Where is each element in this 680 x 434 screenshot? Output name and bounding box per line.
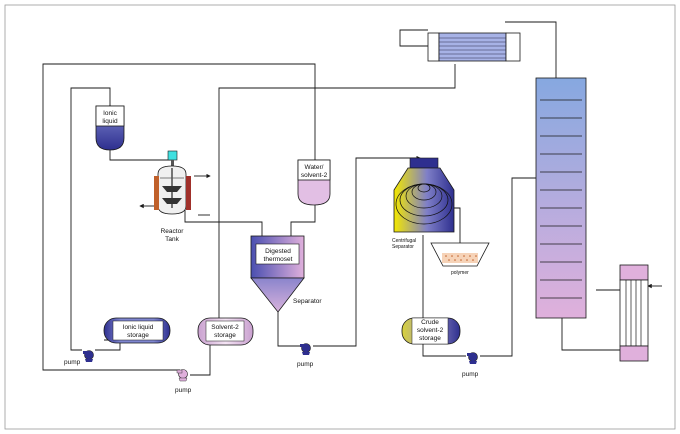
- solvent2-storage-label-1: Solvent-2: [211, 324, 239, 331]
- water-solvent-tank: Water/ solvent-2: [297, 159, 331, 206]
- ionic-liquid-tank-label-1: Ionic: [103, 110, 117, 117]
- reactor-label-2: Tank: [165, 236, 179, 243]
- digested-thermoset-label-2: thermoset: [264, 256, 293, 263]
- solvent2-storage-label-2: storage: [214, 332, 236, 339]
- ionic-liquid-storage-tank: Ionic liquid storage: [103, 317, 171, 344]
- pump-2-label: pump: [175, 387, 192, 394]
- digested-thermoset-label-1: Digested: [265, 248, 291, 255]
- condenser: [427, 32, 521, 62]
- pump-icon: [467, 352, 478, 364]
- polymer-label: polymer: [451, 270, 469, 276]
- pump-1-label: pump: [64, 359, 81, 366]
- water-solvent-label-1: Water/: [305, 164, 324, 171]
- reactor-tank: [154, 150, 191, 215]
- centrifugal-separator: [393, 157, 455, 233]
- reactor-label-1: Reactor: [161, 228, 185, 235]
- reboiler: [619, 264, 649, 362]
- separator-label: Separator: [293, 298, 322, 305]
- centrifugal-label-1: Centrifugal: [392, 238, 416, 244]
- pump-icon: [83, 350, 94, 362]
- motor-icon: [167, 150, 178, 161]
- pump-4-label: pump: [462, 371, 479, 378]
- ionic-liquid-storage-label-1: Ionic liquid: [123, 324, 154, 331]
- ionic-liquid-storage-label-2: storage: [127, 332, 149, 339]
- crude-storage-label-2: solvent-2: [417, 327, 444, 334]
- water-solvent-label-2: solvent-2: [301, 172, 328, 179]
- distillation-column: [535, 77, 587, 319]
- digested-thermoset-separator: Digested thermoset: [250, 235, 305, 313]
- ionic-liquid-tank-label-2: liquid: [102, 118, 118, 125]
- polymer-hopper: [430, 242, 490, 267]
- pump-3-label: pump: [297, 361, 314, 368]
- pump-icon: [300, 343, 311, 355]
- diagram-frame: [4, 4, 676, 430]
- centrifugal-label-2: Separator: [392, 244, 414, 250]
- solvent2-storage-tank: Solvent-2 storage: [197, 317, 254, 346]
- crude-storage-label-1: Crude: [421, 319, 439, 326]
- crude-solvent2-storage-tank: Crude solvent-2 storage: [401, 317, 461, 345]
- pipes: [42, 21, 662, 376]
- crude-storage-label-3: storage: [419, 335, 441, 342]
- pump-icon: [176, 369, 188, 382]
- ionic-liquid-tank: Ionic liquid: [95, 105, 125, 151]
